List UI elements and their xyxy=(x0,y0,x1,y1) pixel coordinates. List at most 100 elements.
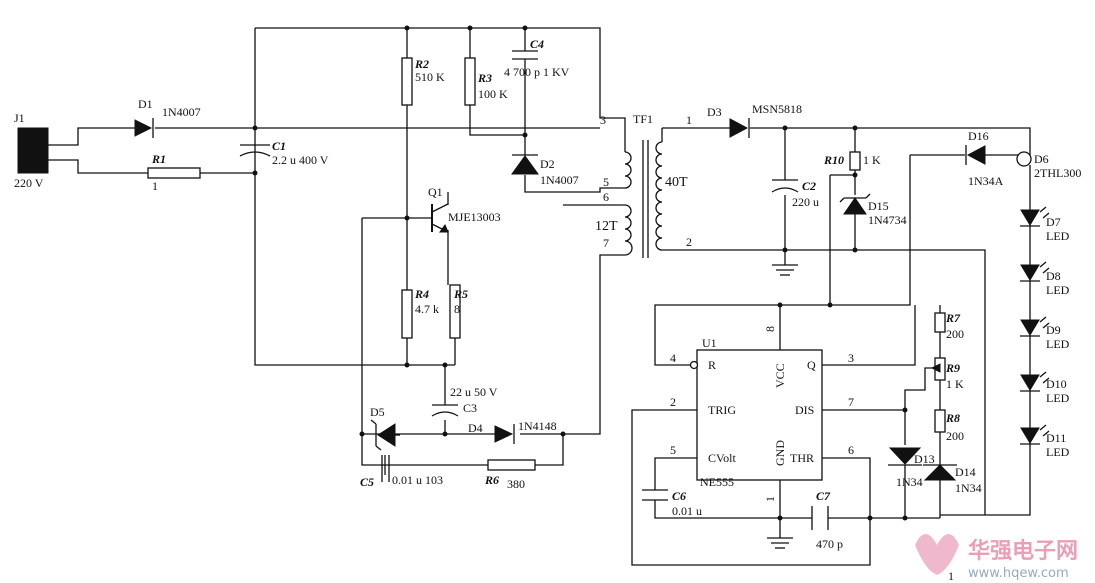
junctions xyxy=(252,25,908,521)
watermark-corner-mark: 1 xyxy=(948,569,954,583)
resistor-r4: R4 4.7 k xyxy=(401,287,439,339)
capacitor-c7: C7 470 p xyxy=(811,489,843,551)
r10-ref: R10 xyxy=(823,153,844,167)
r1-value: 1 xyxy=(152,179,158,193)
led-d9-ref: D9 xyxy=(1046,323,1061,337)
d14-ref: D14 xyxy=(955,465,976,479)
watermark: 华强电子网 www.hqew.com 1 xyxy=(915,534,1078,583)
u1-pinnum-5: 5 xyxy=(670,443,676,457)
resistor-r8: R8 200 xyxy=(934,409,964,443)
d4-ref: D4 xyxy=(468,421,483,435)
wires xyxy=(48,27,1031,566)
d14-part: 1N34 xyxy=(955,481,982,495)
led-d8-type: LED xyxy=(1046,283,1070,297)
led-d11: D11 LED xyxy=(1020,424,1070,459)
c4-ref: C4 xyxy=(530,37,544,51)
c2-ref: C2 xyxy=(802,179,816,193)
potentiometer-r9: R9 1 K xyxy=(930,357,964,391)
resistor-r3: R3 100 K xyxy=(464,57,508,106)
tf1-pin-6: 6 xyxy=(603,190,609,204)
zener-d5: D5 xyxy=(370,405,400,451)
d13-ref: D13 xyxy=(914,452,935,466)
capacitor-c1: C1 2.2 u 400 V xyxy=(239,139,329,167)
diode-d2: D2 1N4007 xyxy=(511,154,579,187)
d16-ref: D16 xyxy=(968,129,989,143)
r7-value: 200 xyxy=(946,327,964,341)
resistor-r7: R7 200 xyxy=(934,311,964,341)
resistor-r1: R1 1 xyxy=(147,152,201,193)
u1-pinnum-3: 3 xyxy=(848,351,854,365)
led-d11-type: LED xyxy=(1046,445,1070,459)
c3-value: 22 u 50 V xyxy=(450,385,498,399)
capacitor-c3: 22 u 50 V C3 xyxy=(431,385,498,417)
r10-value: 1 K xyxy=(863,153,881,167)
tf1-pin-2: 2 xyxy=(686,235,692,249)
capacitor-c4: C4 4 700 p 1 KV xyxy=(504,37,570,79)
u1-pin-q: Q xyxy=(807,358,816,372)
u1-pinnum-4: 4 xyxy=(670,351,676,365)
d2-part: 1N4007 xyxy=(540,173,579,187)
r7-ref: R7 xyxy=(945,311,961,325)
r5-value: 8 xyxy=(454,302,460,316)
c7-ref: C7 xyxy=(816,489,831,503)
c6-value: 0.01 u xyxy=(672,504,702,518)
d15-part: 1N4734 xyxy=(868,213,907,227)
c3-ref: C3 xyxy=(463,401,477,415)
diode-d14: D14 1N34 xyxy=(923,464,982,495)
watermark-text: 华强电子网 xyxy=(968,538,1078,564)
d1-ref: D1 xyxy=(138,97,153,111)
q1-part: MJE13003 xyxy=(448,210,501,224)
resistor-r2: R2 510 K xyxy=(401,57,445,106)
c7-value: 470 p xyxy=(816,537,843,551)
led-d7-type: LED xyxy=(1046,229,1070,243)
r1-ref: R1 xyxy=(151,152,166,166)
resistor-r5: R5 8 xyxy=(449,284,468,339)
tf1-secondary-turns: 40T xyxy=(665,175,688,190)
capacitor-c2: C2 220 u xyxy=(771,179,819,209)
u1-pin-dis: DIS xyxy=(795,403,814,417)
d4-part: 1N4148 xyxy=(518,419,557,433)
d5-ref: D5 xyxy=(370,405,385,419)
capacitor-c5: C5 0.01 u 103 xyxy=(360,455,443,489)
led-d10-ref: D10 xyxy=(1046,377,1067,391)
u1-pin-trig: TRIG xyxy=(708,403,736,417)
q1-ref: Q1 xyxy=(428,185,443,199)
zener-d15: D15 1N4734 xyxy=(839,193,907,227)
d16-part: 1N34A xyxy=(968,174,1004,188)
d6-ref: D6 xyxy=(1034,152,1049,166)
tf1-pin-3: 3 xyxy=(600,113,606,127)
u1-pin-vcc: VCC xyxy=(773,363,787,388)
r9-value: 1 K xyxy=(946,377,964,391)
d15-ref: D15 xyxy=(868,199,889,213)
tf1-pin-5: 5 xyxy=(603,175,609,189)
capacitor-c6: C6 0.01 u xyxy=(642,489,702,518)
d3-part: MSN5818 xyxy=(752,102,802,116)
u1-pin-gnd: GND xyxy=(773,440,787,466)
diode-d16: D16 1N34A xyxy=(965,129,1004,188)
led-d8: D8 LED xyxy=(1020,261,1070,297)
watermark-url: www.hqew.com xyxy=(968,566,1069,581)
c1-ref: C1 xyxy=(272,139,286,153)
transformer-tf1: TF1 3 5 6 7 1 2 40T 12T xyxy=(595,112,692,258)
led-d9: D9 LED xyxy=(1020,316,1070,351)
diode-d3: D3 MSN5818 xyxy=(707,102,802,138)
r8-ref: R8 xyxy=(945,411,960,425)
d1-part: 1N4007 xyxy=(162,105,201,119)
u1-pin-r: R xyxy=(708,358,716,372)
led-d7: D7 LED xyxy=(1020,206,1070,243)
diode-d13: D13 1N34 xyxy=(888,447,935,489)
d3-ref: D3 xyxy=(707,105,722,119)
u1-pin-cvolt: CVolt xyxy=(708,451,736,465)
diode-d1: D1 1N4007 xyxy=(134,97,201,138)
u1-pinnum-2: 2 xyxy=(670,395,676,409)
r3-ref: R3 xyxy=(477,71,492,85)
tf1-aux-turns: 12T xyxy=(595,219,618,234)
c2-value: 220 u xyxy=(792,195,819,209)
c5-ref: C5 xyxy=(360,475,374,489)
r4-value: 4.7 k xyxy=(415,302,439,316)
transistor-q1: Q1 MJE13003 xyxy=(428,185,501,233)
d6-part: 2THL300 xyxy=(1034,166,1081,180)
u1-pinnum-1: 1 xyxy=(763,496,777,502)
r3-value: 100 K xyxy=(478,87,508,101)
